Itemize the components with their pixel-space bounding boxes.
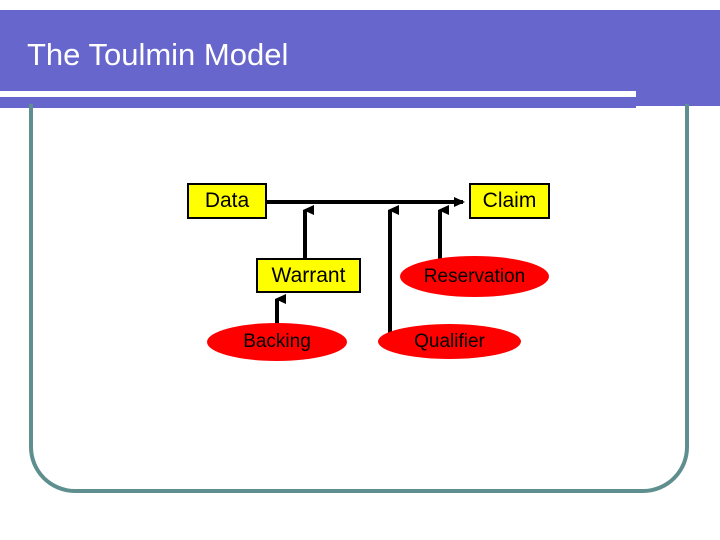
node-claim-label: Claim	[482, 189, 537, 212]
node-warrant-label: Warrant	[271, 263, 346, 287]
node-reservation-label: Reservation	[423, 265, 526, 287]
node-backing-label: Backing	[243, 331, 311, 352]
node-claim[interactable]: Claim	[469, 183, 550, 219]
node-warrant[interactable]: Warrant	[256, 258, 361, 293]
content-frame	[29, 104, 689, 493]
header-divider-rule	[0, 91, 636, 97]
slide-title: The Toulmin Model	[27, 37, 289, 72]
node-backing[interactable]: Backing	[207, 323, 347, 361]
node-qualifier[interactable]: Qualifier	[378, 324, 521, 359]
node-data[interactable]: Data	[187, 183, 267, 219]
node-data-label: Data	[204, 189, 250, 212]
node-qualifier-label: Qualifier	[414, 330, 485, 352]
header-band-right	[630, 10, 720, 106]
node-reservation[interactable]: Reservation	[400, 256, 549, 297]
